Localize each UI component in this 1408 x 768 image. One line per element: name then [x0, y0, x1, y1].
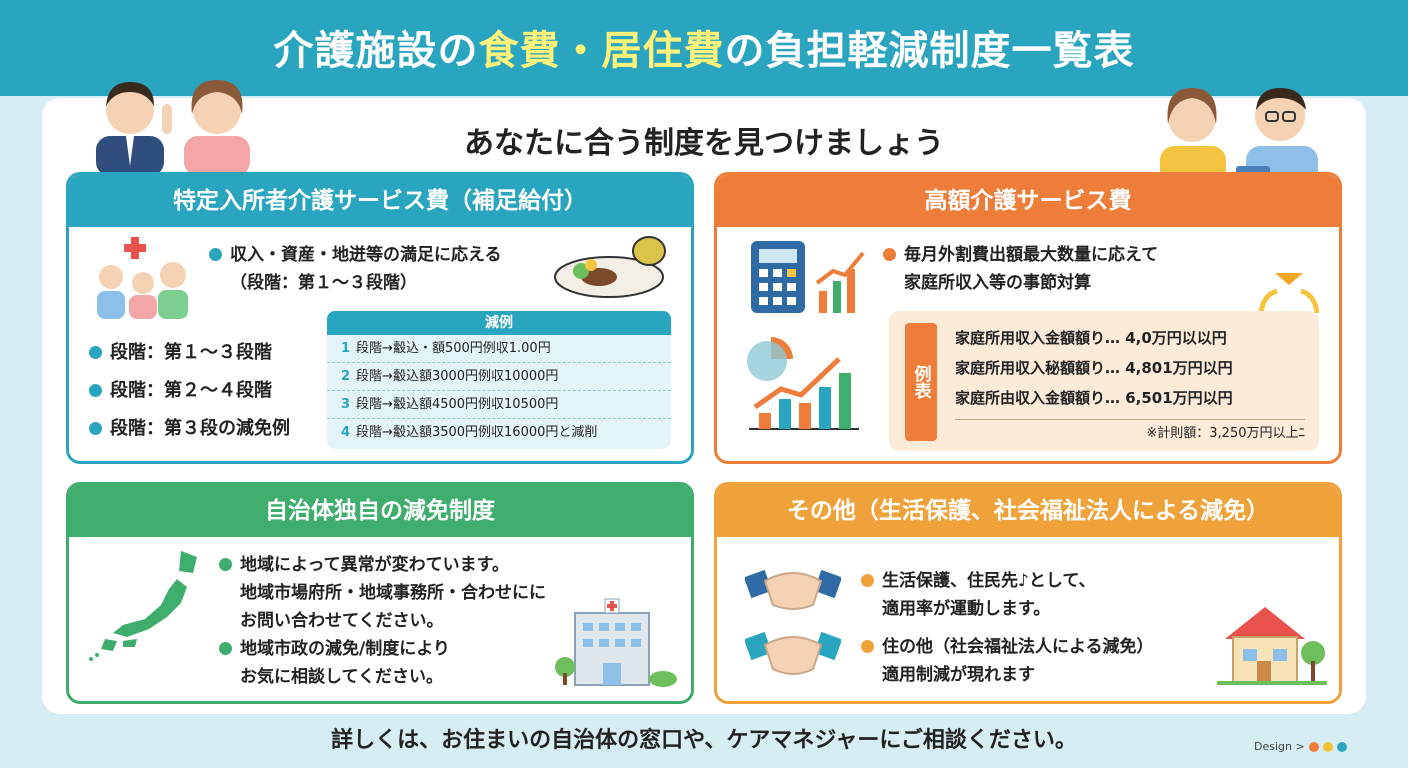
dot-icon	[1322, 741, 1333, 752]
meal-plate-icon	[554, 236, 666, 298]
row-text: 段階→觳込額3000円例収10000円	[356, 369, 559, 384]
handshake-icon	[745, 631, 841, 675]
example-table-heading: 減例	[327, 311, 671, 335]
stage-2-label: 段階：第２〜４段階	[110, 380, 272, 401]
card-jichitai-genmen: 自治体独自の減免制度 地域によって異常が変わています。 地域市場府所・地域事務所…	[66, 482, 694, 704]
card3-bullet1-line2: 地域市場府所・地域事務所・合わせにに	[240, 583, 546, 603]
row-num: 2	[341, 369, 351, 384]
example-row: 4 段階→觳込額3500円例収16000円と減削	[327, 419, 671, 447]
card4-bullet1: 生活保護、住民先♪として、 適用率が運動します。	[861, 567, 1096, 623]
dot-icon	[1308, 741, 1319, 752]
example-row: 3 段階→觳込額4500円例収10500円	[327, 391, 671, 419]
card4-bullet2: 住の他（社会福祉法人による減免） 適用制減が現れます	[861, 633, 1154, 689]
example-tag: 例表	[905, 323, 937, 441]
card3-bullet2-line2: お気に相談してください。	[240, 667, 443, 687]
example-rows: 家庭所用収入金額額り… 4,0万円以以円 家庭所用収入秘額額り… 4,801万円…	[955, 323, 1305, 446]
card1-heading: 特定入所者介護サービス費（補足給付）	[69, 175, 691, 227]
card3-bullet1-line1: 地域によって異常が変わています。	[240, 555, 509, 575]
row-num: 3	[341, 397, 351, 412]
card2-bullet-line2: 家庭所収入等の事節対算	[904, 273, 1091, 293]
card2-bullet: 毎月外割費出額最大数量に応えて 家庭所収入等の事節対算	[883, 241, 1158, 297]
card4-bullet2-line2: 適用制減が現れます	[882, 665, 1035, 685]
example-box: 例表 家庭所用収入金額額り… 4,0万円以以円 家庭所用収入秘額額り… 4,80…	[889, 311, 1319, 451]
stage-3: 段階：第３段の減免例	[89, 415, 290, 443]
card1-bullet-line1: 収入・資産・地迸等の満足に応える	[230, 245, 502, 265]
hospital-building-icon	[555, 598, 677, 687]
card4-bullet2-line1: 住の他（社会福祉法人による減免）	[882, 637, 1154, 657]
footer-note: 詳しくは、お住まいの自治体の窓口や、ケアマネジャーにご相談ください。	[331, 728, 1077, 753]
row-text: 段階→觳込額3500円例収16000円と減削	[356, 425, 598, 440]
row-text: 段階→觳込・額500円例収1.00円	[356, 341, 551, 356]
card4-heading: その他（生活保護、社会福祉法人による減免）	[717, 485, 1339, 537]
bullet-dot	[861, 640, 874, 653]
example-row: 家庭所用収入秘額額り… 4,801万円以円	[955, 359, 1233, 377]
bullet-dot	[209, 248, 222, 261]
chart-growth-icon	[747, 337, 859, 430]
title-banner	[0, 0, 1408, 96]
example-row: 2 段階→觳込額3000円例収10000円	[327, 363, 671, 391]
handshake-icon	[745, 569, 841, 610]
bullet-dot	[883, 248, 896, 261]
card2-heading: 高額介護サービス費	[717, 175, 1339, 227]
example-row: 1 段階→觳込・額500円例収1.00円	[327, 335, 671, 363]
bullet-dot	[219, 642, 232, 655]
bullet-dot	[861, 574, 874, 587]
card1-bullet: 収入・資産・地迸等の満足に応える （段階：第１〜３段階）	[209, 241, 502, 297]
card4-bullet1-line1: 生活保護、住民先♪として、	[882, 571, 1096, 591]
title-highlight: 食費・居住費	[478, 28, 725, 74]
example-table: 減例 1 段階→觳込・額500円例収1.00円 2 段階→觳込額3000円例収100…	[327, 311, 671, 449]
card-sonota: その他（生活保護、社会福祉法人による減免） 生活保護、住民先♪として、 適用率が…	[714, 482, 1342, 704]
family-icon	[97, 237, 188, 319]
row-num: 4	[341, 425, 351, 440]
page-title: 介護施設の食費・居住費の負担軽減制度一覧表	[0, 18, 1408, 76]
card3-bullet1-line3: お問い合わせてください。	[240, 611, 444, 631]
card3-bullet1: 地域によって異常が変わています。 地域市場府所・地域事務所・合わせにに お問い合…	[219, 551, 546, 635]
example-row: 家庭所用収入金額額り… 4,0万円以以円	[955, 329, 1227, 347]
japan-map-icon	[89, 551, 197, 661]
stage-1-label: 段階：第１〜３段階	[110, 342, 272, 363]
design-credit: Design >	[1254, 740, 1347, 753]
bullet-dot	[219, 558, 232, 571]
card3-bullet2-line1: 地域市政の減免/制度により	[240, 639, 450, 659]
stage-1: 段階：第１〜３段階	[89, 339, 272, 367]
stage-3-label: 段階：第３段の減免例	[110, 418, 290, 439]
subtitle: あなたに合う制度を見つけましょう	[464, 126, 944, 161]
bullet-dot	[89, 384, 102, 397]
house-icon	[1217, 607, 1327, 685]
dot-icon	[1336, 741, 1347, 752]
staff-pair-left-illustration	[96, 80, 250, 176]
title-part2: の負担軽減制度一覧表	[724, 28, 1135, 74]
divider	[955, 419, 1305, 420]
bullet-dot	[89, 422, 102, 435]
card4-bullet1-line2: 適用率が運動します。	[882, 599, 1051, 619]
card-tokutei-nyusho: 特定入所者介護サービス費（補足給付） 収入・資産・地迸等の満足に応える （段階：…	[66, 172, 694, 464]
stage-2: 段階：第２〜４段階	[89, 377, 272, 405]
card-kogaku-kaigo: 高額介護サービス費 毎月外割費出額最大数量に応えて 家庭所収入等の事節対算 例表…	[714, 172, 1342, 464]
row-text: 段階→觳込額4500円例収10500円	[356, 397, 559, 412]
card3-heading: 自治体独自の減免制度	[69, 485, 691, 537]
card1-bullet-line2: （段階：第１〜３段階）	[230, 273, 417, 293]
example-note: ※計則額：3,250万円以上ﾆ	[1146, 426, 1305, 441]
bullet-dot	[89, 346, 102, 359]
design-label: Design >	[1254, 740, 1305, 753]
row-num: 1	[341, 341, 351, 356]
card3-bullet2: 地域市政の減免/制度により お気に相談してください。	[219, 635, 450, 691]
card2-bullet-line1: 毎月外割費出額最大数量に応えて	[904, 245, 1159, 265]
title-part1: 介護施設の	[273, 28, 479, 74]
sparkle-icon	[1258, 273, 1320, 314]
calculator-icon	[751, 241, 865, 313]
example-row: 家庭所由収入金額額り… 6,501万円以円	[955, 389, 1233, 407]
